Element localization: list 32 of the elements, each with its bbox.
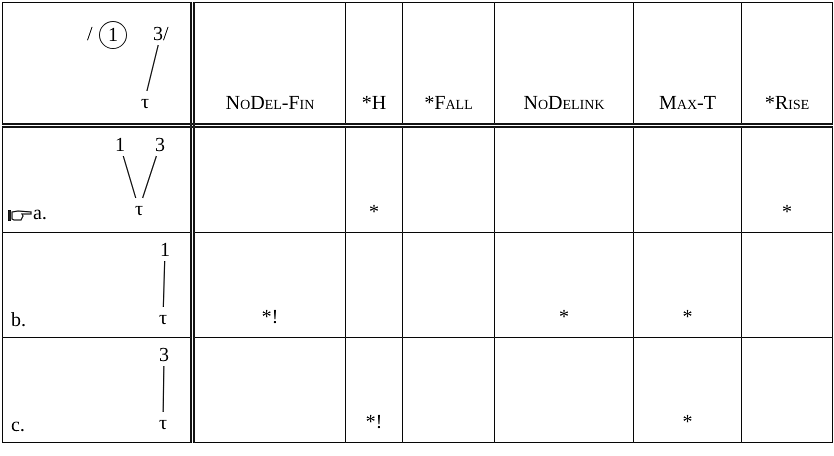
association-line [162,366,164,412]
constraint-header: NoDelink [524,92,604,115]
violation-mark: * [682,306,692,329]
candidate-letter: a. [33,202,47,224]
association-line [146,44,159,92]
constraint-header: *Rise [764,92,810,115]
violation-mark: *! [366,411,382,434]
association-line [162,260,166,308]
underlying-form-slash: / [87,23,93,45]
violation-mark: * [782,201,792,224]
association-line [122,156,136,198]
tone-symbol: τ [159,307,168,329]
tone-symbol: 1 [160,239,170,261]
violation-mark: *! [262,306,278,329]
tone-symbol: τ [141,91,150,113]
candidate-letter: c. [11,414,25,436]
tone-symbol: 3 [155,134,165,156]
circled-tone-number: 1 [99,21,127,49]
tone-symbol: 1 [115,134,125,156]
candidate-letter: b. [11,309,26,331]
violation-mark: * [559,306,569,329]
tone-symbol: τ [159,412,168,434]
tone-symbol: τ [135,198,144,220]
constraint-header: *Fall [424,92,473,115]
tone-symbol: 3/ [153,23,169,45]
constraint-header: NoDel-Fin [226,92,314,115]
violation-mark: * [369,201,379,224]
constraint-header: Max-T [659,92,716,115]
constraint-header: *H [362,92,386,115]
tone-symbol: 3 [159,344,169,366]
violation-mark: * [682,411,692,434]
association-line [142,156,158,198]
